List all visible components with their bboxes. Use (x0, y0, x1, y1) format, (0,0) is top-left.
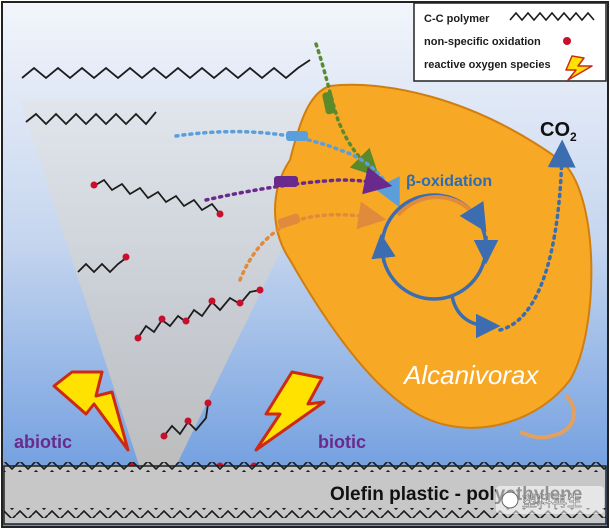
watermark-logo-icon (501, 491, 519, 509)
cycle-exit-arrow (450, 295, 501, 339)
abiotic-label: abiotic (14, 432, 72, 452)
oxidation-dot (236, 299, 244, 307)
oxidation-dot (208, 297, 216, 305)
biotic-label: biotic (318, 432, 366, 452)
legend-label-oxidation: non-specific oxidation (424, 36, 541, 48)
transporter-orange (277, 213, 301, 229)
cycle-arc-top (396, 195, 487, 233)
oxidation-dot (256, 286, 264, 294)
oxidation-dot (90, 181, 98, 189)
plastic-zigzag-bottom (4, 508, 606, 518)
watermark-badge (496, 486, 604, 514)
transporter-green (322, 91, 336, 115)
cycle-arrow-left (371, 233, 396, 263)
polymer-chain (25, 111, 157, 126)
degradation-cone (20, 100, 330, 468)
watermark-text: 塑料再生 (522, 493, 582, 510)
polymer-chain (21, 59, 311, 80)
polymer-chain (93, 178, 221, 215)
legend-label-ros: reactive oxygen species (424, 59, 551, 71)
transporter-purple (274, 176, 298, 187)
oxidation-dot (122, 253, 130, 261)
oxidation-dot (204, 399, 212, 407)
oxidation-dot (184, 417, 192, 425)
oxidation-dot (160, 432, 168, 440)
oxidation-dot (134, 334, 142, 342)
abiotic-bolt-icon (52, 370, 130, 452)
oxidation-dot (216, 210, 224, 218)
transporter-blue (286, 131, 308, 141)
organism-label: Alcanivorax (402, 360, 539, 390)
co2-label: CO2 (540, 119, 577, 144)
legend-label-polymer: C-C polymer (424, 13, 490, 25)
co2-arrow (498, 139, 576, 332)
oxidation-dot (182, 317, 190, 325)
beta-oxidation-cycle (371, 139, 576, 339)
legend-red-dot-icon (563, 37, 571, 45)
plastic-zigzag-top (4, 462, 606, 472)
legend-zigzag-icon (509, 11, 595, 22)
biotic-bolt-icon (254, 370, 326, 452)
oxidation-dot (158, 315, 166, 323)
transporters (274, 91, 336, 229)
uptake-arrow-purple (204, 166, 393, 202)
beta-oxidation-label: β-oxidation (406, 173, 492, 190)
legend-bolt-icon (565, 55, 593, 81)
polymer-chain (77, 257, 127, 274)
flagellum (519, 393, 576, 440)
